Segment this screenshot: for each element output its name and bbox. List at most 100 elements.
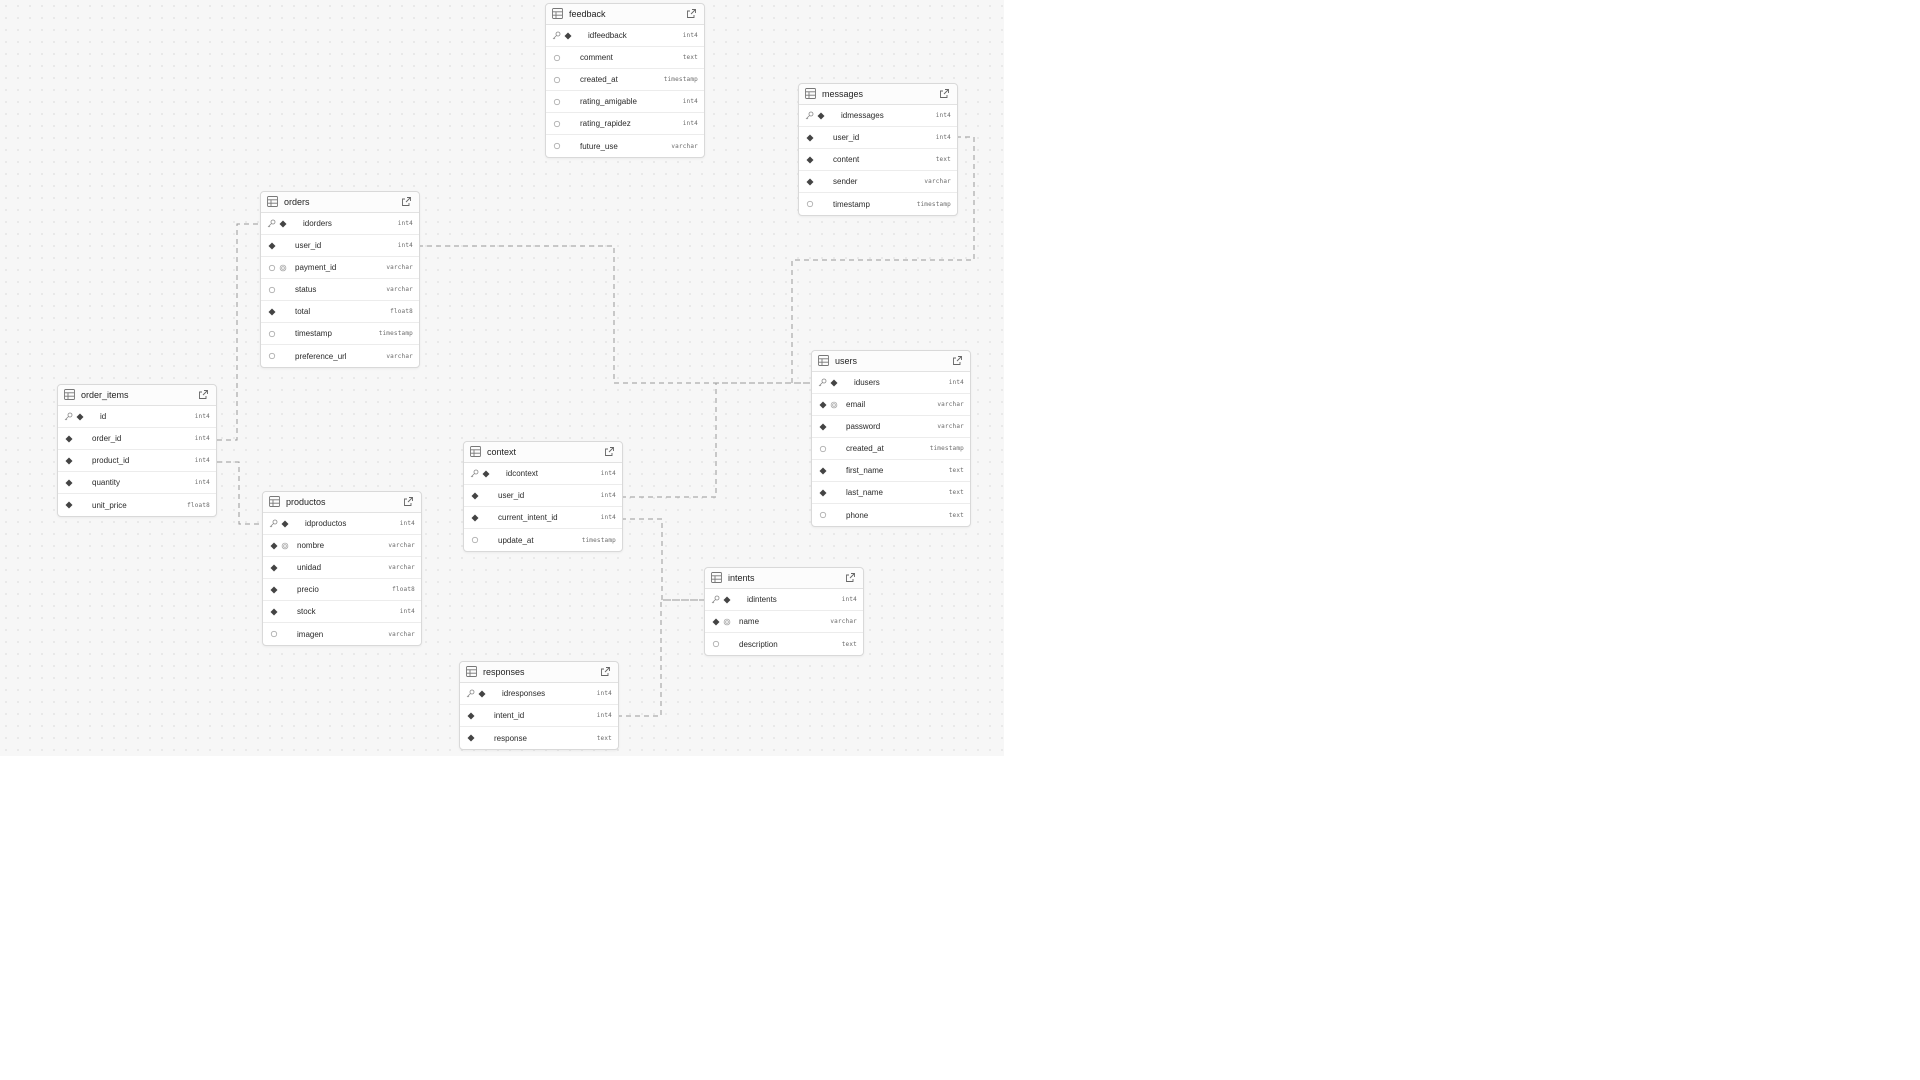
column-name: imagen	[297, 629, 324, 639]
table-header: orders	[261, 192, 419, 213]
open-external-icon[interactable]	[604, 446, 616, 458]
column-icons	[466, 734, 494, 743]
open-external-icon[interactable]	[952, 355, 964, 367]
column-type: int4	[682, 32, 698, 39]
column-name: timestamp	[295, 329, 332, 338]
column-name: email	[846, 400, 866, 409]
column-name: first_name	[846, 466, 884, 475]
column-type: int4	[682, 98, 698, 105]
open-external-icon[interactable]	[939, 88, 951, 100]
open-external-icon[interactable]	[198, 389, 210, 401]
column-name: idcontext	[506, 469, 539, 478]
open-external-icon[interactable]	[845, 572, 857, 584]
column-name: intent_id	[494, 711, 525, 720]
column-icons	[805, 111, 841, 120]
column-type: varchar	[937, 401, 964, 408]
column-name: user_id	[498, 491, 525, 500]
not-null-diamond-icon	[805, 133, 814, 142]
open-external-icon[interactable]	[403, 496, 415, 508]
open-external-icon[interactable]	[686, 8, 698, 20]
column-icons	[267, 307, 295, 316]
column-type: int4	[600, 514, 616, 521]
open-external-icon[interactable]	[600, 666, 612, 678]
nullable-circle-icon	[269, 630, 278, 639]
primary-key-icon	[552, 31, 561, 40]
column-type: varchar	[388, 630, 415, 638]
column-row[interactable]: imagen varchar	[263, 623, 421, 645]
column-row[interactable]: email varchar	[812, 394, 970, 416]
column-icons	[470, 536, 498, 545]
not-null-diamond-icon	[805, 177, 814, 186]
column-type: varchar	[924, 178, 951, 185]
not-null-diamond-icon	[816, 111, 825, 120]
open-external-icon[interactable]	[401, 196, 413, 208]
column-icons	[64, 434, 92, 443]
not-null-diamond-icon	[269, 563, 278, 572]
column-name: id	[100, 412, 107, 421]
column-icons	[552, 119, 580, 128]
column-name: idmessages	[841, 111, 884, 120]
column-icons	[267, 352, 295, 361]
unique-icon	[722, 617, 731, 626]
column-icons	[64, 501, 92, 510]
table-name: order_items	[81, 390, 129, 400]
column-type: varchar	[388, 542, 415, 549]
link-responses-intents	[617, 599, 704, 717]
column-type: varchar	[386, 352, 413, 360]
